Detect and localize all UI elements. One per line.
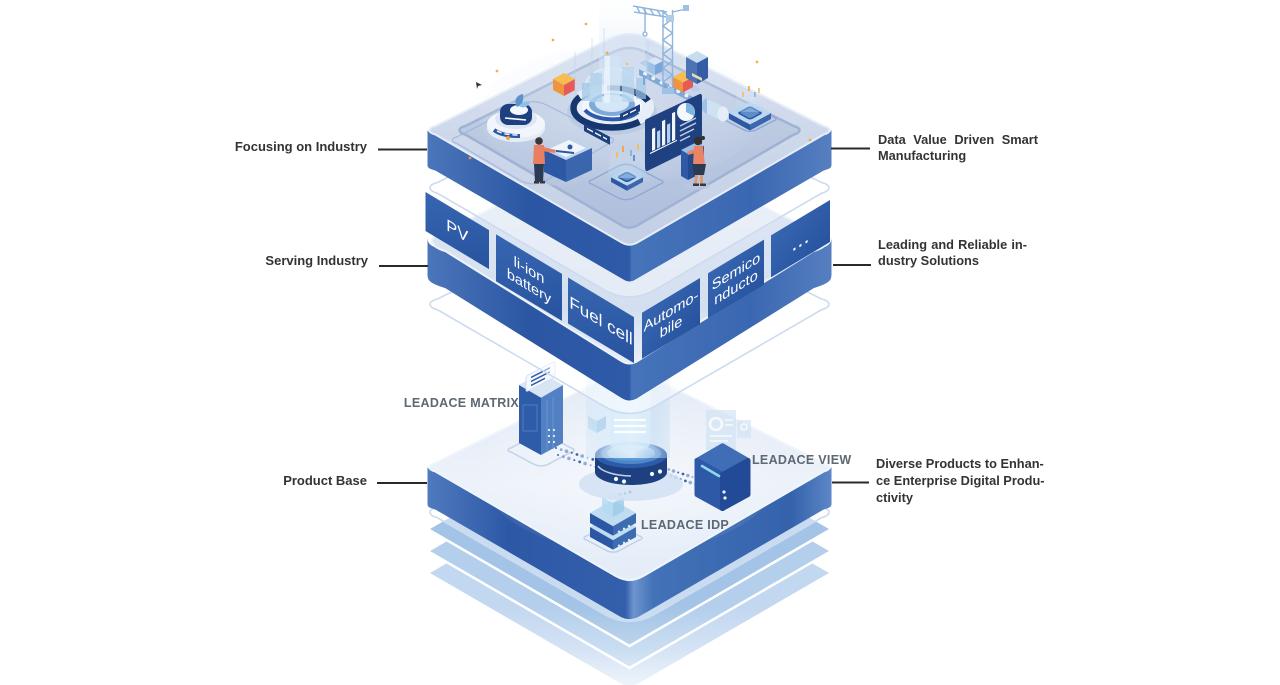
svg-text:LEADACE VIEW: LEADACE VIEW — [752, 453, 851, 467]
svg-text:LEADACE MATRIX: LEADACE MATRIX — [404, 396, 519, 410]
svg-text:LEADACE IDP: LEADACE IDP — [641, 518, 729, 532]
svg-text:...: ... — [791, 222, 809, 258]
